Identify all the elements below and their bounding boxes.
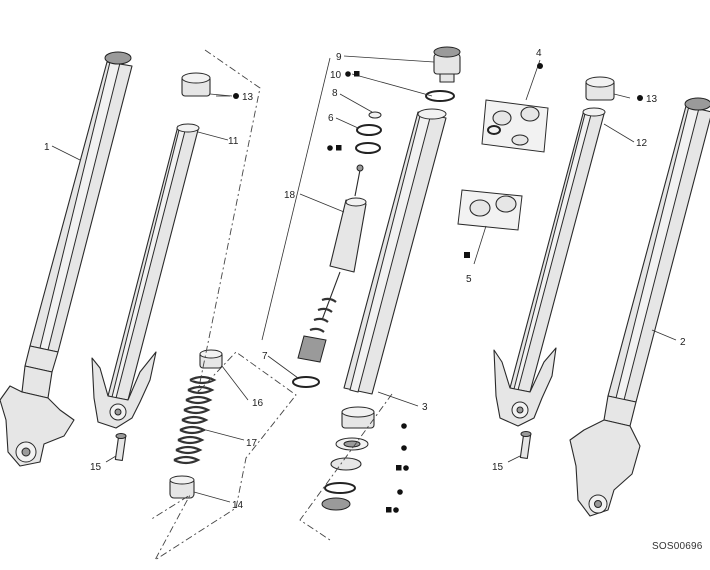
- callout-7: 7: [262, 351, 268, 362]
- callout-9: 9: [336, 52, 342, 63]
- callout-15-right: 15: [492, 462, 504, 473]
- bolt-right: [519, 431, 532, 459]
- callout-14: 14: [232, 500, 244, 511]
- leader-line-18: [261, 57, 331, 341]
- callout-3: 3: [422, 402, 428, 413]
- callout-6: 6: [328, 113, 334, 124]
- lower-seal-stack: [321, 406, 375, 511]
- callout-13-right: 13: [646, 94, 658, 105]
- inner-tube-right: [493, 107, 606, 427]
- assembly-outline-center: [299, 393, 393, 541]
- axle-clamp-right: [493, 347, 557, 427]
- callout-8: 8: [332, 88, 338, 99]
- o-ring-unnamed: [355, 142, 381, 154]
- callout-2: 2: [680, 337, 686, 348]
- adjuster-assembly-4: [481, 99, 549, 153]
- fork-foot-left: [0, 385, 75, 467]
- callout-10: 10: [330, 70, 342, 81]
- callout-17: 17: [246, 438, 258, 449]
- fork-cap-right: [684, 97, 710, 111]
- callout-5: 5: [466, 274, 472, 285]
- callout-13-left: 13: [242, 92, 254, 103]
- axle-clamp-left: [91, 351, 157, 429]
- callout-18: 18: [284, 190, 296, 201]
- washer-8: [368, 111, 382, 119]
- o-ring-10: [425, 90, 455, 102]
- callout-1: 1: [44, 142, 50, 153]
- callout-4: 4: [536, 48, 542, 59]
- bolt-left: [114, 433, 127, 461]
- callout-15-left: 15: [90, 462, 102, 473]
- fork-cap-left: [104, 51, 132, 65]
- o-ring-6: [356, 124, 382, 136]
- fork-spring: [173, 375, 217, 465]
- bushing-left: [181, 72, 211, 97]
- top-cap: [433, 46, 461, 83]
- o-ring-7: [292, 376, 320, 388]
- callout-11: 11: [228, 136, 239, 147]
- outer-tube-center: [343, 108, 447, 395]
- inner-tube-left: [91, 123, 200, 429]
- fork-leg-right: [569, 97, 710, 517]
- fork-leg-left: [0, 51, 133, 467]
- callout-16: 16: [252, 398, 264, 409]
- callout-12: 12: [636, 138, 648, 149]
- assembly-outline-left: [149, 49, 297, 562]
- reference-symbols: [233, 63, 643, 513]
- spring-spacer: [169, 475, 195, 499]
- bushing-right: [585, 76, 615, 101]
- drawing-code: SOS00696: [652, 541, 703, 552]
- damper-cartridge: [297, 164, 367, 363]
- adjuster-assembly-5: [457, 189, 523, 231]
